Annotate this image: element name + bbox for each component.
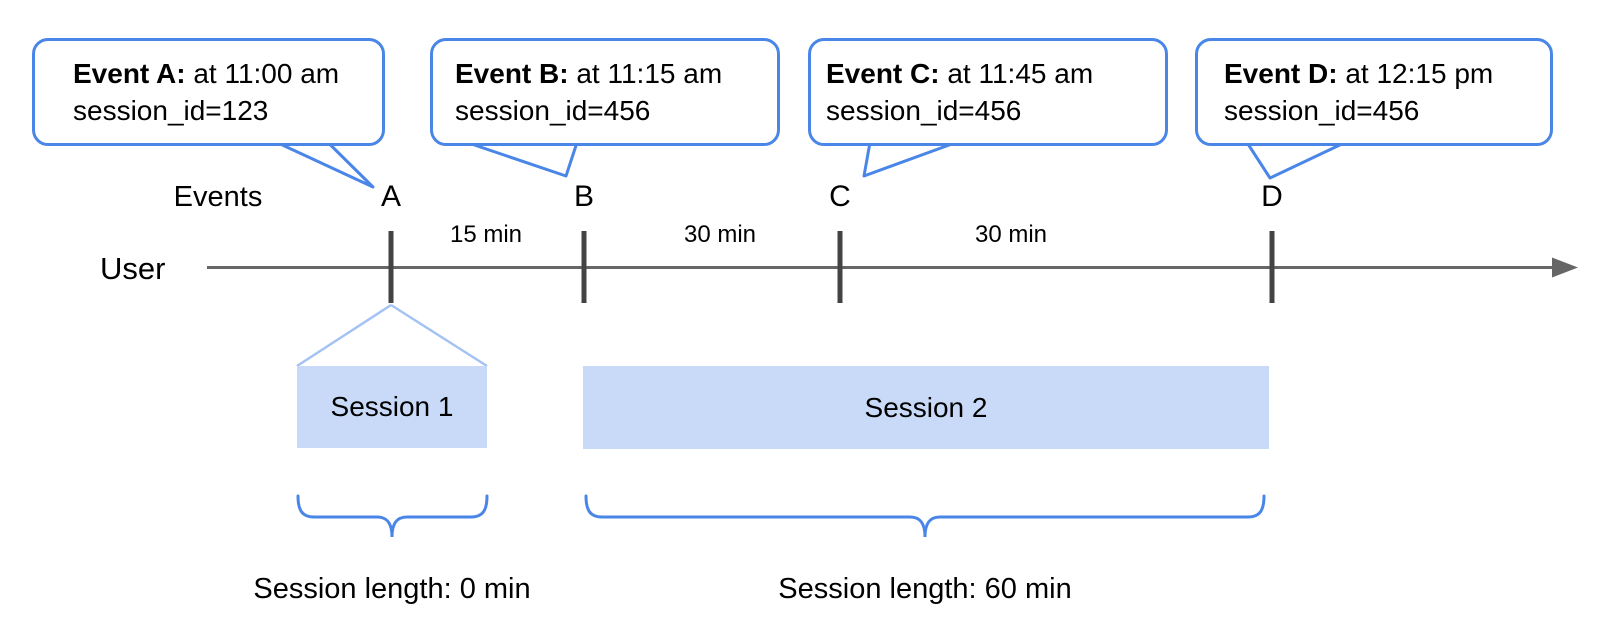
session2-brace xyxy=(584,494,1266,538)
session-2-box: Session 2 xyxy=(583,366,1269,449)
session-2-label: Session 2 xyxy=(864,391,988,423)
event-b-callout-line1: Event B: at 11:15 am xyxy=(455,55,777,92)
event-d-callout-title: Event D: xyxy=(1224,58,1338,89)
event-b-callout-title: Event B: xyxy=(455,58,569,89)
event-c-callout-session-id: session_id=456 xyxy=(826,95,1022,126)
gap-c-d-label: 30 min xyxy=(974,221,1048,248)
event-marker-a: A xyxy=(380,180,402,213)
event-a-callout-line1: Event A: at 11:00 am xyxy=(73,55,382,92)
event-a-callout-session-id: session_id=123 xyxy=(73,95,269,126)
event-a-callout: Event A: at 11:00 am session_id=123 xyxy=(32,38,385,146)
event-marker-c: C xyxy=(829,180,851,213)
event-marker-d: D xyxy=(1261,180,1283,213)
timeline-arrowhead-icon xyxy=(1552,257,1578,278)
callout-tail-d xyxy=(1245,141,1346,180)
event-d-callout: Event D: at 12:15 pm session_id=456 xyxy=(1195,38,1553,146)
gap-b-c-label: 30 min xyxy=(683,221,757,248)
events-row-label: Events xyxy=(173,181,263,213)
event-d-callout-session-id: session_id=456 xyxy=(1224,95,1420,126)
event-b-callout-session-id: session_id=456 xyxy=(455,95,651,126)
session-2-length-label: Session length: 60 min xyxy=(778,573,1072,605)
event-b-callout: Event B: at 11:15 am session_id=456 xyxy=(430,38,780,146)
session-1-label: Session 1 xyxy=(330,391,454,422)
user-row-label: User xyxy=(100,251,166,286)
callout-tail-c xyxy=(862,141,957,178)
event-c-callout: Event C: at 11:45 am session_id=456 xyxy=(808,38,1168,146)
session-1-box: Session 1 xyxy=(297,366,487,448)
event-c-callout-line1: Event C: at 11:45 am xyxy=(826,55,1165,92)
event-a-callout-time: at 11:00 am xyxy=(185,58,340,89)
callout-tail-a xyxy=(276,141,375,189)
session1-funnel-line-right xyxy=(390,303,488,368)
callout-tail-b xyxy=(466,141,579,178)
event-a-callout-title: Event A: xyxy=(73,58,186,89)
event-c-callout-title: Event C: xyxy=(826,58,940,89)
event-b-callout-time: at 11:15 am xyxy=(568,58,723,89)
gap-a-b-label: 15 min xyxy=(449,221,523,248)
event-d-callout-time: at 12:15 pm xyxy=(1337,58,1494,89)
session1-funnel-line-left xyxy=(296,303,392,368)
session-1-length-label: Session length: 0 min xyxy=(253,573,531,605)
event-marker-b: B xyxy=(573,180,595,213)
session1-brace xyxy=(296,494,489,538)
event-c-callout-time: at 11:45 am xyxy=(939,58,1094,89)
event-d-callout-line1: Event D: at 12:15 pm xyxy=(1224,55,1550,92)
